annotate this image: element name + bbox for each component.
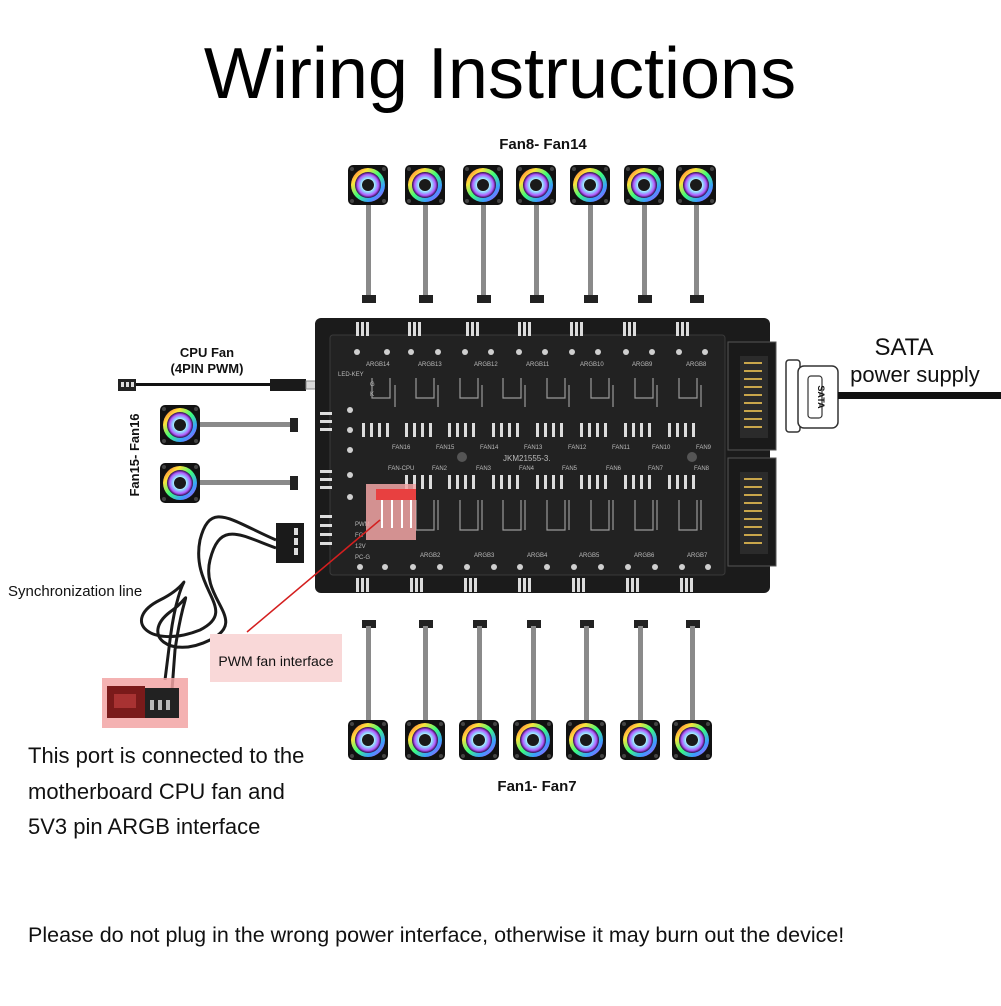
fan-icon <box>676 165 716 303</box>
port-note-line: 5V3 pin ARGB interface <box>28 814 260 839</box>
pin-label: G <box>370 382 375 388</box>
fan-icon <box>570 165 610 303</box>
fan-header-label: FAN8 <box>694 466 710 472</box>
cpu-fan-cable: CPU Fan (4PIN PWM) <box>118 345 323 391</box>
fan-header-label: FAN4 <box>519 466 535 472</box>
pin-label: PWM <box>355 522 370 528</box>
port-note-line: This port is connected to the <box>28 743 304 768</box>
fan-header-label: FAN10 <box>652 445 671 451</box>
argb-label: ARGB5 <box>579 553 600 559</box>
side-fan-group: Fan15- Fan16 <box>127 405 298 503</box>
pin-label: 12V <box>355 544 366 550</box>
pin-label: LED-KEY <box>338 372 364 378</box>
bottom-group-label: Fan1- Fan7 <box>497 778 576 795</box>
bottom-fan-row <box>348 620 712 760</box>
fan-header-label: FAN12 <box>568 445 587 451</box>
fan-header-label: FAN14 <box>480 445 499 451</box>
top-fan-row <box>348 165 716 303</box>
pin-label: K <box>370 392 374 398</box>
pin-label: FG <box>355 533 364 539</box>
fan-header-label: FAN15 <box>436 445 455 451</box>
argb-label: ARGB11 <box>526 362 550 368</box>
argb-label: ARGB8 <box>686 362 707 368</box>
fan-icon <box>672 620 712 760</box>
argb-label: ARGB9 <box>632 362 653 368</box>
fan-icon <box>348 620 388 760</box>
side-group-label: Fan15- Fan16 <box>127 413 142 496</box>
fan-icon <box>459 620 499 760</box>
fan-icon <box>566 620 606 760</box>
argb-label: ARGB3 <box>474 553 495 559</box>
port-note-line: motherboard CPU fan and <box>28 779 285 804</box>
fan-icon <box>405 165 445 303</box>
synchronization-line-cable: Synchronization line <box>8 515 304 728</box>
sata-sub-label: power supply <box>850 362 980 387</box>
fan-icon <box>516 165 556 303</box>
sync-line-label: Synchronization line <box>8 583 142 600</box>
fan-header-label: FAN6 <box>606 466 622 472</box>
pin-label: PC-G <box>355 555 370 561</box>
page-title: Wiring Instructions <box>204 34 796 114</box>
port-note: This port is connected to the motherboar… <box>28 743 304 839</box>
fan-icon <box>348 165 388 303</box>
fan-header-label: FAN13 <box>524 445 543 451</box>
fan-icon <box>160 405 298 445</box>
argb-label: ARGB14 <box>366 362 390 368</box>
board-model: JKM21555-3. <box>503 454 551 463</box>
fan-icon <box>624 165 664 303</box>
fan-icon <box>405 620 445 760</box>
fan-header-label: FAN11 <box>612 445 631 451</box>
fan-icon <box>513 620 553 760</box>
top-group-label: Fan8- Fan14 <box>499 136 587 153</box>
fan-header-label: FAN3 <box>476 466 492 472</box>
cpu-fan-label: CPU Fan <box>180 345 234 360</box>
argb-label: ARGB13 <box>418 362 442 368</box>
argb-label: ARGB2 <box>420 553 441 559</box>
fan-header-label: FAN-CPU <box>388 466 414 472</box>
sata-power-cable: SATA SATA power supply <box>785 334 1001 433</box>
fan-header-label: FAN7 <box>648 466 664 472</box>
argb-label: ARGB6 <box>634 553 655 559</box>
pwm-leader-line <box>246 519 381 633</box>
warning-text: Please do not plug in the wrong power in… <box>28 923 844 947</box>
argb-label: ARGB10 <box>580 362 604 368</box>
fan-header-label: FAN16 <box>392 445 411 451</box>
fan-header-label: FAN9 <box>696 445 712 451</box>
cpu-fan-sub-label: (4PIN PWM) <box>171 361 244 376</box>
fan-header-label: FAN5 <box>562 466 578 472</box>
argb-label: ARGB7 <box>687 553 708 559</box>
pwm-interface-label: PWM fan interface <box>218 653 333 669</box>
fan-header-label: FAN2 <box>432 466 448 472</box>
argb-label: ARGB4 <box>527 553 548 559</box>
sata-label: SATA <box>874 334 933 361</box>
fan-icon <box>620 620 660 760</box>
fan-icon <box>160 463 298 503</box>
fan-hub-board: ARGB14 ARGB13 ARGB12 ARGB11 ARGB10 ARGB9… <box>315 318 777 593</box>
fan-icon <box>463 165 503 303</box>
sata-connector-text: SATA <box>816 385 826 409</box>
argb-label: ARGB12 <box>474 362 498 368</box>
